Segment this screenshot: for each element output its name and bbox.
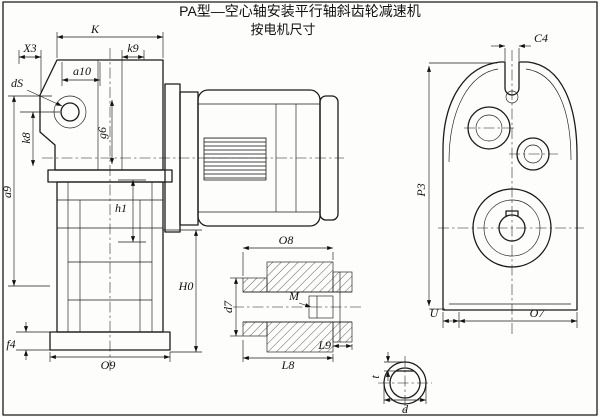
- dim-label-U: U: [430, 306, 440, 320]
- dim-label-C4: C4: [534, 31, 548, 45]
- gear-housing: [39, 59, 164, 171]
- stub-wall-bottom: [242, 321, 268, 337]
- side-view: [8, 32, 344, 374]
- dim-label-O7: O7: [530, 306, 546, 320]
- body-wall-bottom: [266, 321, 334, 353]
- dim-label-h1: h1: [115, 201, 127, 215]
- dim-label-O9: O9: [101, 358, 116, 372]
- mount-hole: [60, 102, 80, 122]
- input-shaft-boss: [467, 106, 511, 150]
- dim-label-P3: P3: [414, 183, 428, 197]
- front-view-dimensions: [426, 43, 578, 328]
- dim-label-g6: g6: [95, 127, 109, 139]
- output-hub-mid: [483, 199, 541, 257]
- cap-wall-top: [332, 271, 353, 293]
- dim-label-a9: a9: [0, 186, 14, 198]
- dim-label-dS: dS: [11, 76, 23, 90]
- dim-label-X3: X3: [22, 41, 36, 55]
- dim-label-a10: a10: [73, 64, 91, 78]
- dim-label-k8: k8: [19, 132, 33, 143]
- section-dimensions: [383, 352, 427, 404]
- top-channel-hole: [505, 90, 519, 104]
- section-outer-circle: [383, 361, 427, 405]
- dim-label-f4: f4: [6, 337, 15, 351]
- bottom-flange: [49, 331, 171, 351]
- title-block: PA型—空心轴安装平行轴斜齿轮减速机 按电机尺寸: [179, 3, 421, 37]
- dim-label-L8: L8: [281, 358, 295, 372]
- cap-wall-bottom: [332, 321, 353, 343]
- input-shaft-circle: [475, 114, 503, 142]
- dim-label-d: d: [402, 402, 409, 416]
- dim-label-k9: k9: [127, 41, 138, 55]
- dim-label-H0: H0: [178, 279, 194, 293]
- intermediate-boss: [516, 137, 550, 171]
- output-bore: [498, 214, 526, 242]
- thread-leader: [298, 302, 312, 308]
- housing-front-outline: [442, 61, 578, 311]
- inner-wall-right: [525, 68, 572, 161]
- fan-cowl: [319, 95, 339, 221]
- dimension-labels: K X3 k9 a10 dS k8 g6 a9 h1 H0 f4 O9 O8 d…: [0, 22, 548, 416]
- front-view: [426, 43, 584, 336]
- hollow-shaft-detail: [230, 245, 362, 362]
- drawing-subtitle: 按电机尺寸: [250, 22, 315, 37]
- dim-label-M: M: [288, 289, 300, 303]
- side-view-dimensions: [8, 32, 202, 362]
- output-keyway: [505, 210, 519, 217]
- dim-label-t: t: [368, 375, 382, 379]
- dim-label-O8: O8: [279, 233, 294, 247]
- dim-label-d7: d7: [221, 300, 235, 313]
- dim-label-L9: L9: [317, 338, 331, 352]
- motor-stator-fins: [203, 137, 267, 181]
- drawing-title: PA型—空心轴安装平行轴斜齿轮减速机: [179, 3, 421, 19]
- inner-wall-left: [448, 68, 499, 163]
- dim-label-K: K: [90, 22, 100, 36]
- shaft-section-view: [378, 352, 432, 411]
- motor-end-bell: [179, 91, 199, 226]
- shaft-detail-dimensions: [230, 245, 353, 362]
- output-hub-outer: [472, 188, 552, 268]
- stub-wall-top: [242, 277, 268, 293]
- intermediate-circle: [523, 144, 543, 164]
- body-wall-top: [266, 261, 334, 293]
